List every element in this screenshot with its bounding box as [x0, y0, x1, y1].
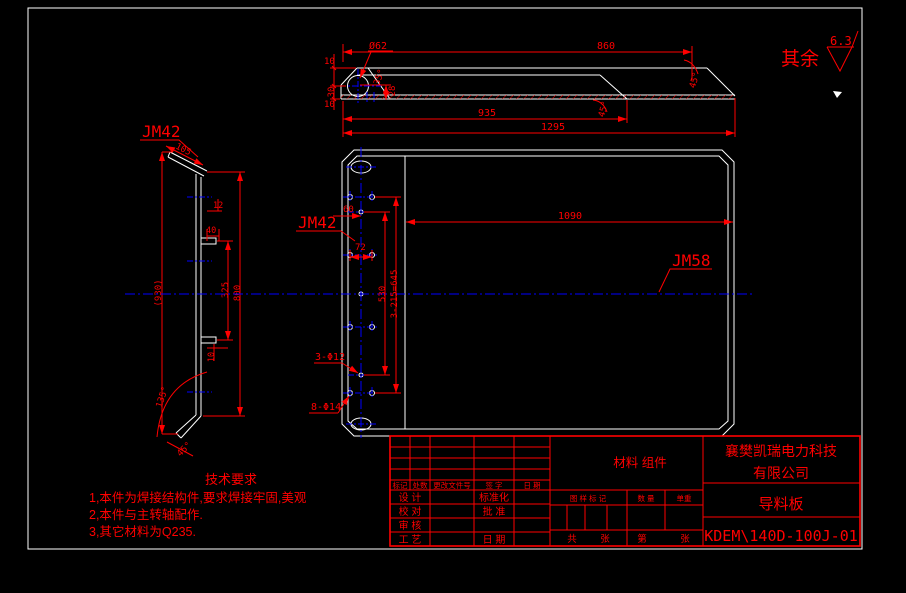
dim-325: 325 — [221, 282, 231, 298]
role-review: 审 核 — [399, 519, 422, 532]
rev-header-date: 日 期 — [523, 481, 540, 490]
top-view-centerlines — [340, 69, 381, 105]
surface-note-prefix: 其余 — [781, 48, 819, 70]
label-jm58: JM58 — [672, 251, 711, 270]
label-holes-14: 8-Φ14 — [311, 402, 341, 413]
dim-72: 72 — [355, 243, 366, 253]
label-jm42-main: JM42 — [298, 213, 337, 232]
tech-req-title: 技术要求 — [205, 472, 257, 487]
dim-28: 28 — [388, 86, 398, 97]
dim-10-bottom: 10 — [324, 100, 335, 110]
dim-1295: 1295 — [541, 122, 565, 133]
rev-header-count: 处数 — [413, 480, 428, 490]
mid-header-qty: 数 量 — [637, 493, 655, 503]
top-view: Ø62 860 935 1295 10 30 10 35° 28 45° 45° — [324, 40, 736, 137]
company-section: 襄樊凯瑞电力科技 有限公司 导料板 KDEM\140D-100J-01 — [703, 443, 860, 545]
dim-930: (930) — [154, 279, 164, 306]
dim-10-top: 10 — [324, 57, 335, 67]
dim-angle-45-right: 45° — [688, 71, 702, 89]
dim-angle-45-mid: 45° — [597, 100, 611, 118]
company-name-line1: 襄樊凯瑞电力科技 — [725, 443, 837, 459]
revision-table: 标记 处数 更改文件号 签 字 日 期 设 计 校 对 审 核 工 艺 标准化 … — [390, 436, 550, 546]
dim-645: 3-215=645 — [390, 270, 400, 319]
surface-roughness-icon — [826, 30, 859, 73]
surface-finish-note: 其余 6.3 — [781, 30, 859, 98]
tab-upper — [200, 237, 217, 245]
role-approve: 批 准 — [483, 505, 506, 518]
tech-req-item-2: 2,本件与主转轴配作. — [89, 507, 203, 522]
tab-lower — [200, 336, 217, 344]
dim-40: 40 — [206, 226, 216, 236]
dim-10-tab: 10 — [207, 352, 217, 362]
rev-header-mark: 标记 — [393, 480, 408, 490]
datum-arrow-icon — [833, 91, 842, 98]
label-holes-12: 3-Φ12 — [315, 352, 345, 363]
tech-req-item-3: 3,其它材料为Q235. — [89, 524, 196, 539]
dim-30: 30 — [327, 87, 337, 98]
dim-935: 935 — [478, 108, 496, 119]
drawing-number: KDEM\140D-100J-01 — [704, 527, 858, 545]
dim-60: 60 — [343, 205, 354, 215]
sheet-total-label: 共 — [567, 534, 577, 545]
dim-12: 12 — [213, 201, 223, 211]
sheet-no-label: 第 — [637, 533, 647, 545]
label-jm42-side: JM42 — [142, 122, 181, 141]
dim-530: 530 — [378, 286, 388, 302]
rev-header-sign: 签 字 — [485, 480, 502, 490]
dim-1090: 1090 — [558, 211, 582, 222]
material-section: 材料 组件 图 样 标 记 数 量 单重 共 张 第 张 — [550, 456, 703, 546]
top-view-dimensions: Ø62 860 935 1295 10 30 10 35° 28 45° 45° — [324, 40, 736, 137]
surface-roughness-value: 6.3 — [830, 34, 852, 48]
material-value: 材料 组件 — [613, 456, 666, 470]
dim-860: 860 — [597, 41, 615, 52]
technical-requirements: 技术要求 1,本件为焊接结构件,要求焊接牢固,美观 2,本件与主转轴配作. 3,… — [89, 472, 307, 539]
top-view-outline — [340, 67, 736, 100]
section-hatch — [341, 95, 735, 99]
tech-req-item-1: 1,本件为焊接结构件,要求焊接牢固,美观 — [89, 490, 307, 505]
rev-header-docno: 更改文件号 — [433, 480, 471, 490]
part-name: 导料板 — [758, 495, 803, 513]
sheet-no-unit: 张 — [680, 534, 690, 545]
drawing-frame-border — [27, 7, 863, 550]
main-view-dimensions: 60 72 530 3-215=645 1090 JM58 JM42 3-Φ12… — [296, 196, 733, 414]
role-design: 设 计 — [399, 491, 422, 504]
mid-header-mark: 图 样 标 记 — [570, 493, 607, 503]
mid-header-weight: 单重 — [677, 493, 692, 503]
sheet-total-unit: 张 — [600, 534, 610, 545]
role-craft: 工 艺 — [399, 534, 422, 546]
title-block: 标记 处数 更改文件号 签 字 日 期 设 计 校 对 审 核 工 艺 标准化 … — [389, 435, 861, 547]
role-date: 日 期 — [483, 534, 506, 546]
dim-dia62: Ø62 — [369, 40, 387, 52]
role-standard: 标准化 — [479, 491, 509, 504]
role-proof: 校 对 — [399, 505, 422, 518]
company-name-line2: 有限公司 — [753, 465, 809, 481]
side-view-centerlines — [187, 196, 212, 393]
dim-800: 800 — [233, 285, 243, 301]
main-view: 60 72 530 3-215=645 1090 JM58 JM42 3-Φ12… — [125, 147, 752, 438]
title-block-border — [389, 435, 861, 547]
